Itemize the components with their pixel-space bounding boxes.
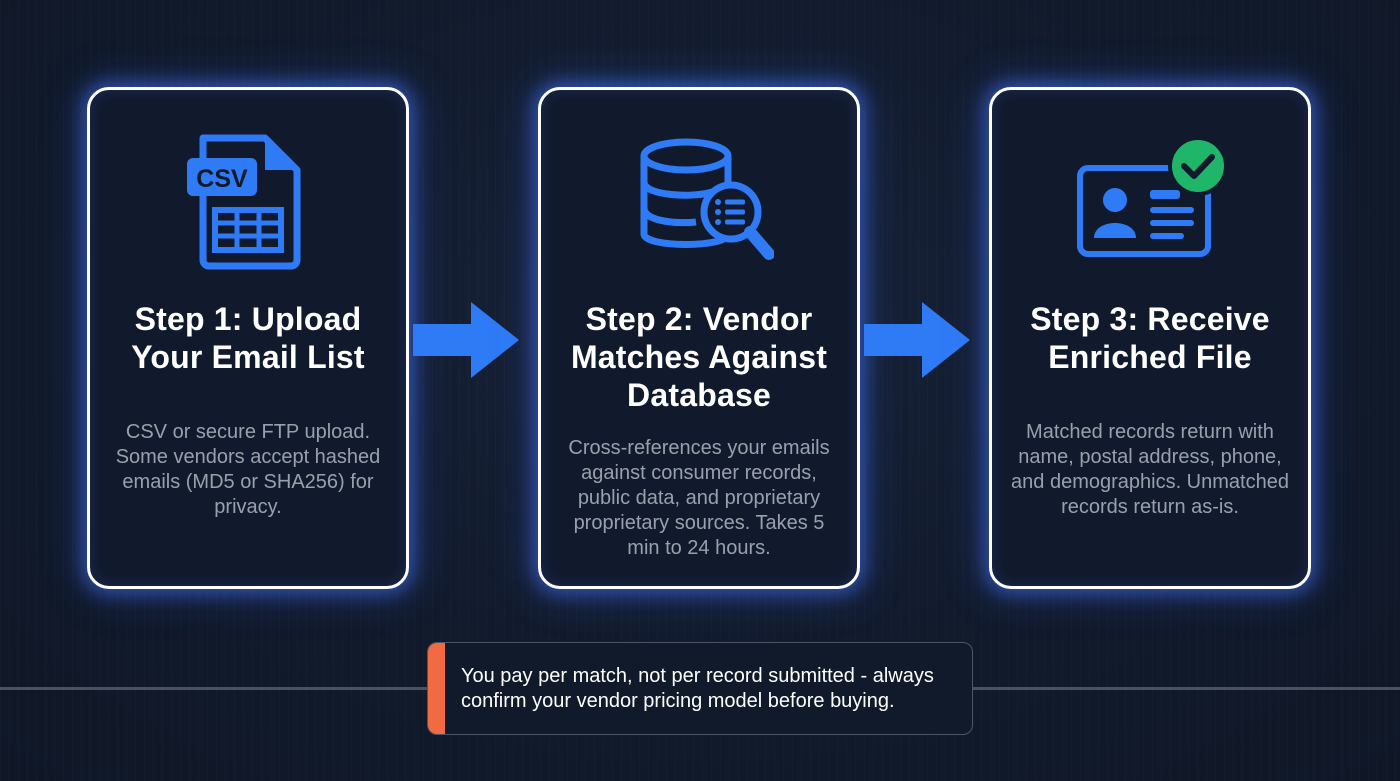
csv-file-icon: CSV — [90, 130, 406, 280]
step-3-description: Matched records return with name, postal… — [1011, 421, 1289, 518]
arrow-right-icon — [413, 302, 519, 378]
step-card-1: CSV Step 1: Upload Your Email List CSV o… — [87, 87, 409, 589]
step-3-title: Step 3: Receive Enriched File — [1030, 301, 1270, 375]
step-2-description: Cross-references your emails against con… — [568, 437, 830, 559]
divider-line — [0, 687, 430, 690]
step-2-title: Step 2: Vendor Matches Against Database — [570, 301, 828, 413]
pricing-note-callout: You pay per match, not per record submit… — [427, 642, 973, 735]
note-accent-bar — [428, 643, 445, 734]
step-card-3: Step 3: Receive Enriched File Matched re… — [989, 87, 1311, 589]
step-card-2: Step 2: Vendor Matches Against Database … — [538, 87, 860, 589]
svg-text:CSV: CSV — [196, 165, 248, 193]
step-1-title: Step 1: Upload Your Email List — [131, 301, 365, 375]
arrow-right-icon — [864, 302, 970, 378]
verified-id-card-icon — [992, 130, 1308, 280]
step-1-description: CSV or secure FTP upload. Some vendors a… — [115, 421, 381, 518]
database-search-icon — [541, 130, 857, 280]
note-text: You pay per match, not per record submit… — [461, 665, 934, 712]
divider-line — [972, 687, 1400, 690]
